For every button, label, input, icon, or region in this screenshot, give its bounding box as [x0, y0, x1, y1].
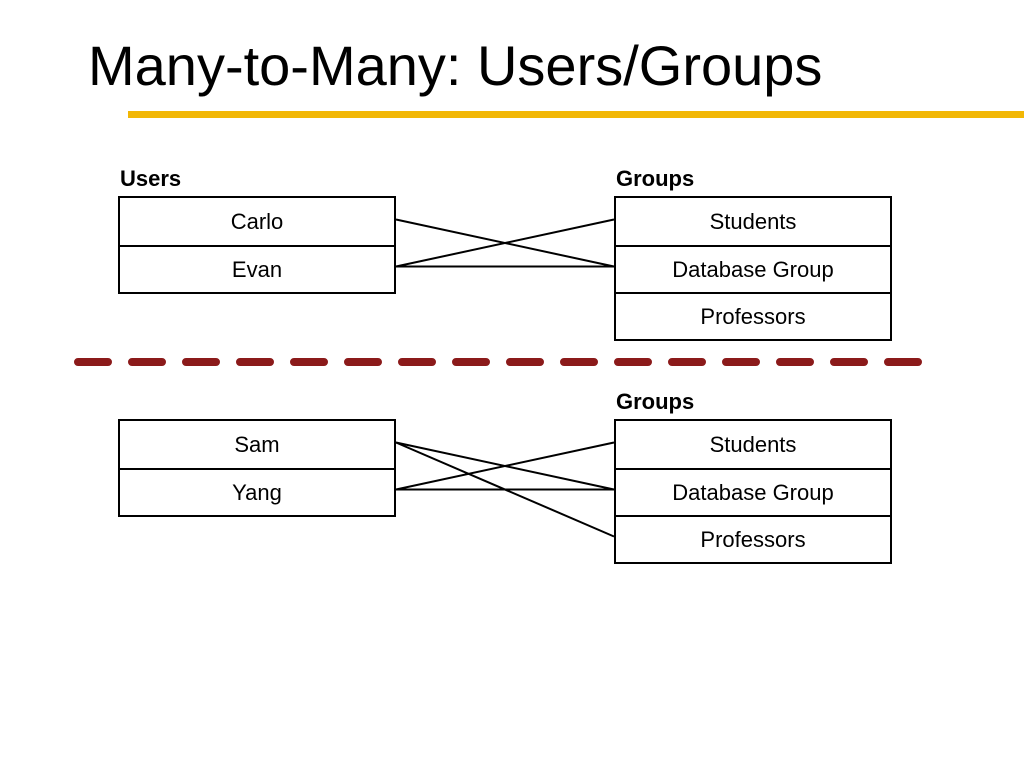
- groups-table-top: Students Database Group Professors: [614, 196, 892, 341]
- users-table-bottom: Sam Yang: [118, 419, 396, 517]
- link-sam-to-database-group: [395, 441, 615, 491]
- group-cell-students: Students: [709, 208, 797, 234]
- link-lines-top: [395, 218, 615, 268]
- link-yang-to-students: [395, 441, 615, 491]
- group-cell-professors: Professors: [616, 515, 890, 562]
- link-sam-to-professors: [395, 441, 615, 538]
- group-cell-students: Students: [709, 431, 797, 457]
- link-evan-to-students: [395, 218, 615, 268]
- groups-heading-top: Groups: [616, 166, 695, 191]
- user-cell-evan: Evan: [120, 245, 394, 292]
- group-cell-database-group: Database Group: [616, 468, 890, 515]
- group-cell-professors: Professors: [616, 292, 890, 339]
- groups-heading-bottom: Groups: [616, 389, 695, 414]
- user-cell-sam: Sam: [234, 431, 280, 457]
- users-heading: Users: [120, 166, 182, 191]
- user-cell-yang: Yang: [120, 468, 394, 515]
- page-title: Many-to-Many: Users/Groups: [88, 34, 823, 97]
- users-table-top: Carlo Evan: [118, 196, 396, 294]
- link-carlo-to-database-group: [395, 218, 615, 268]
- title-underline: [128, 111, 1024, 118]
- user-cell-carlo: Carlo: [230, 208, 284, 234]
- link-lines-bottom: [395, 441, 615, 538]
- groups-table-bottom: Students Database Group Professors: [614, 419, 892, 564]
- group-cell-database-group: Database Group: [616, 245, 890, 292]
